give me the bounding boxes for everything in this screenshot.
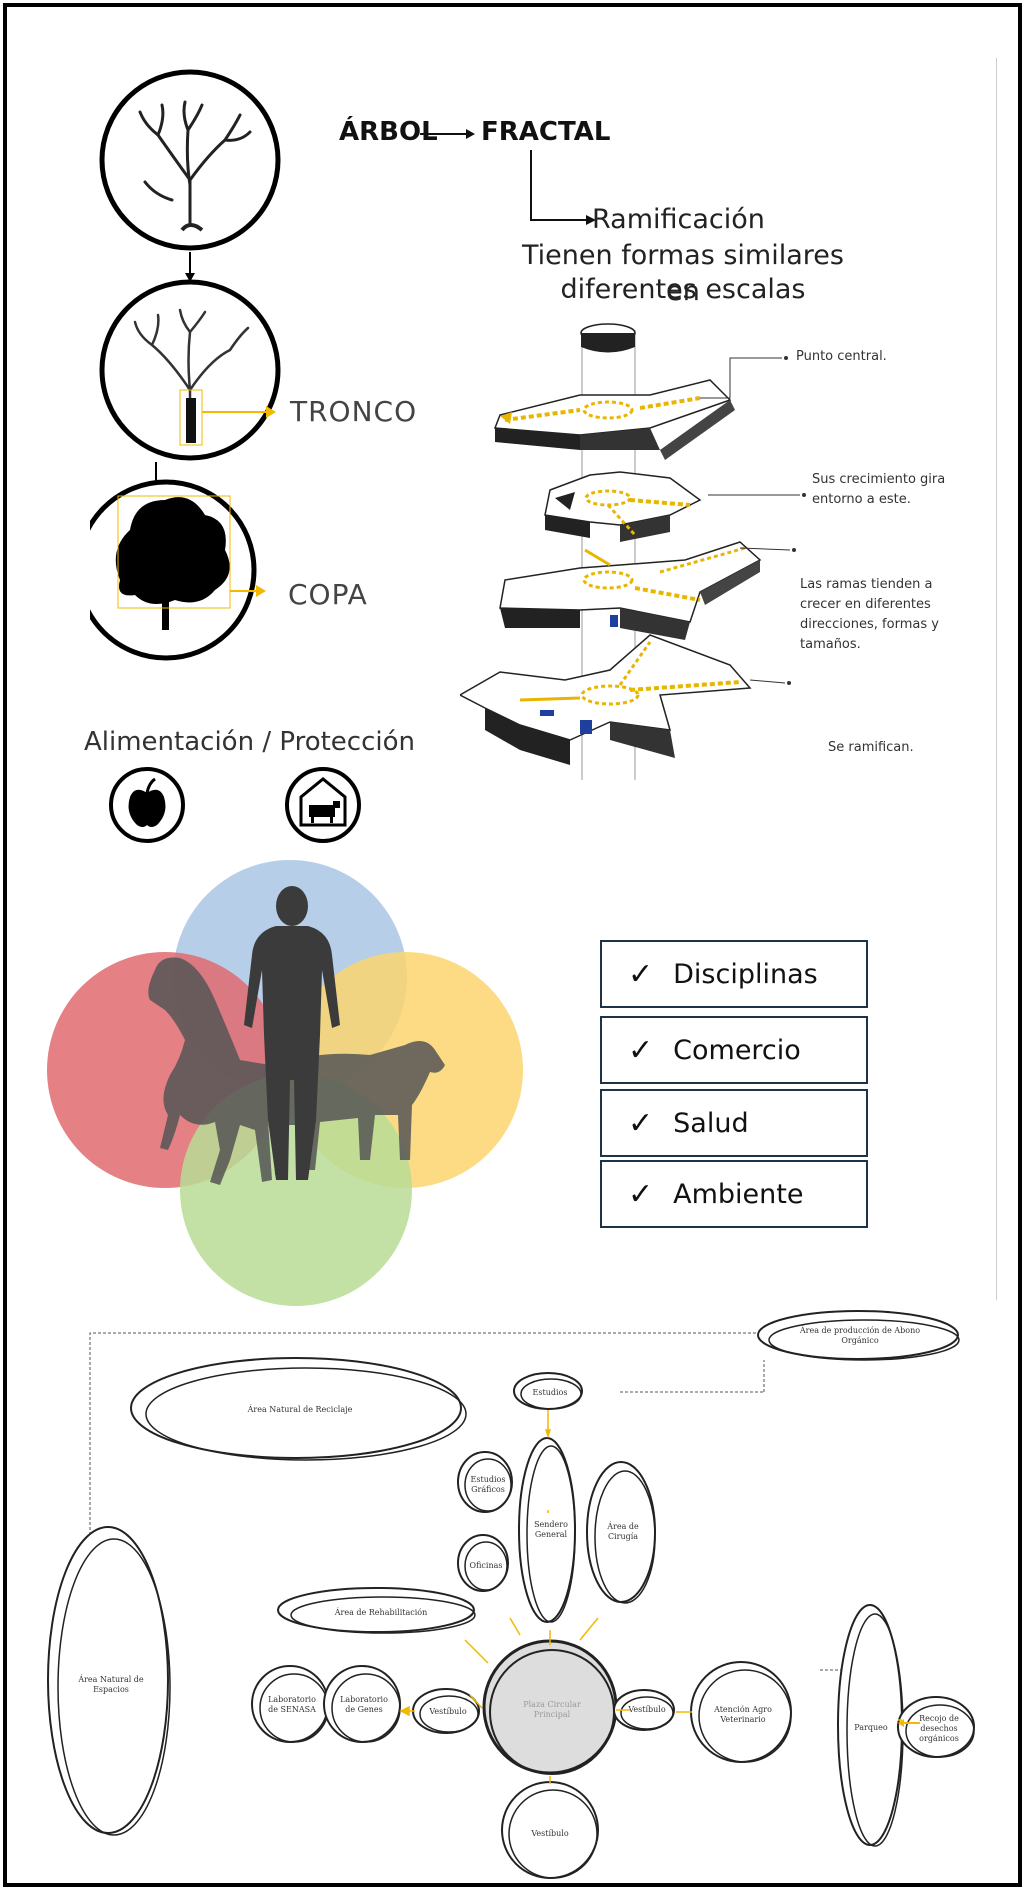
top-disk (581, 324, 635, 353)
copa-label: COPA (288, 578, 368, 611)
checklist-item-comercio: ✓ Comercio (600, 1016, 868, 1084)
bubble-reciclaje: Área Natural de Reciclaje (220, 1400, 380, 1420)
tronco-label: TRONCO (290, 395, 417, 428)
checklist-item-ambiente: ✓ Ambiente (600, 1160, 868, 1228)
note-ramas: Las ramas tienden a crecer en diferentes… (800, 575, 939, 655)
shelter-icon (287, 769, 359, 841)
bubble-senasa: Laboratorio de SENASA (262, 1690, 322, 1720)
ramificacion-label: Ramificación (592, 202, 765, 238)
bubble-vestibulo-bottom: Vestíbulo (522, 1826, 578, 1842)
fractal-level-1 (495, 356, 788, 460)
bubble-atencion: Atención Agro Veterinario (700, 1700, 786, 1730)
bubble-genes: Laboratorio de Genes (334, 1690, 394, 1720)
bubble-abono: Área de producción de Abono Orgánico (790, 1323, 930, 1349)
bubble-sendero: Sendero General (526, 1515, 576, 1545)
bubble-cirugia: Área de Cirugía (598, 1517, 648, 1547)
desc-line-2: diferentes escalas (518, 272, 848, 308)
check-icon: ✓ (628, 957, 653, 992)
bubble-graficos: Estudios Gráficos (465, 1470, 511, 1500)
bare-tree-icon (102, 72, 278, 248)
fractal-label: FRACTAL (481, 117, 610, 147)
note-crecimiento: Sus crecimiento gira entorno a este. (812, 470, 945, 510)
checklist-item-salud: ✓ Salud (600, 1089, 868, 1157)
check-icon: ✓ (628, 1033, 653, 1068)
venn-diagram (40, 860, 540, 1320)
note-punto-central: Punto central. (796, 347, 887, 367)
bubble-rehabilitacion: Área de Rehabilitación (306, 1605, 456, 1621)
fractal-level-4 (460, 635, 791, 765)
fractal-level-3 (500, 542, 796, 640)
check-icon: ✓ (628, 1106, 653, 1141)
bubble-plaza: Plaza Circular Principal (515, 1695, 589, 1725)
bubble-espacios: Área Natural de Espacios (66, 1670, 156, 1700)
tree-canopy-icon (90, 482, 254, 658)
bubble-vestibulo-left: Vestíbulo (420, 1704, 476, 1720)
alimentacion-label: Alimentación / Protección (84, 727, 415, 757)
fractal-level-2 (545, 472, 806, 542)
bubble-recojo: Recojo de desechos orgánicos (906, 1712, 972, 1746)
note-ramifican: Se ramifican. (828, 738, 914, 758)
bubble-parqueo: Parqueo (846, 1720, 896, 1736)
apple-icon (111, 769, 183, 841)
arrow-fractal-ramificacion (528, 150, 598, 230)
checklist-label: Ambiente (673, 1179, 803, 1210)
checklist-item-disciplinas: ✓ Disciplinas (600, 940, 868, 1008)
checklist-label: Disciplinas (673, 959, 818, 990)
checklist-label: Comercio (673, 1035, 801, 1066)
check-icon: ✓ (628, 1177, 653, 1212)
tree-trunk-icon (102, 282, 278, 458)
bubble-oficinas: Oficinas (463, 1558, 509, 1574)
food-shelter-icons (105, 765, 375, 855)
checklist-label: Salud (673, 1108, 748, 1139)
bubble-vestibulo-right: Vestíbulo (619, 1702, 675, 1718)
bubble-diagram-lines (0, 1300, 1033, 1890)
bubble-estudios: Estudios (522, 1385, 578, 1401)
